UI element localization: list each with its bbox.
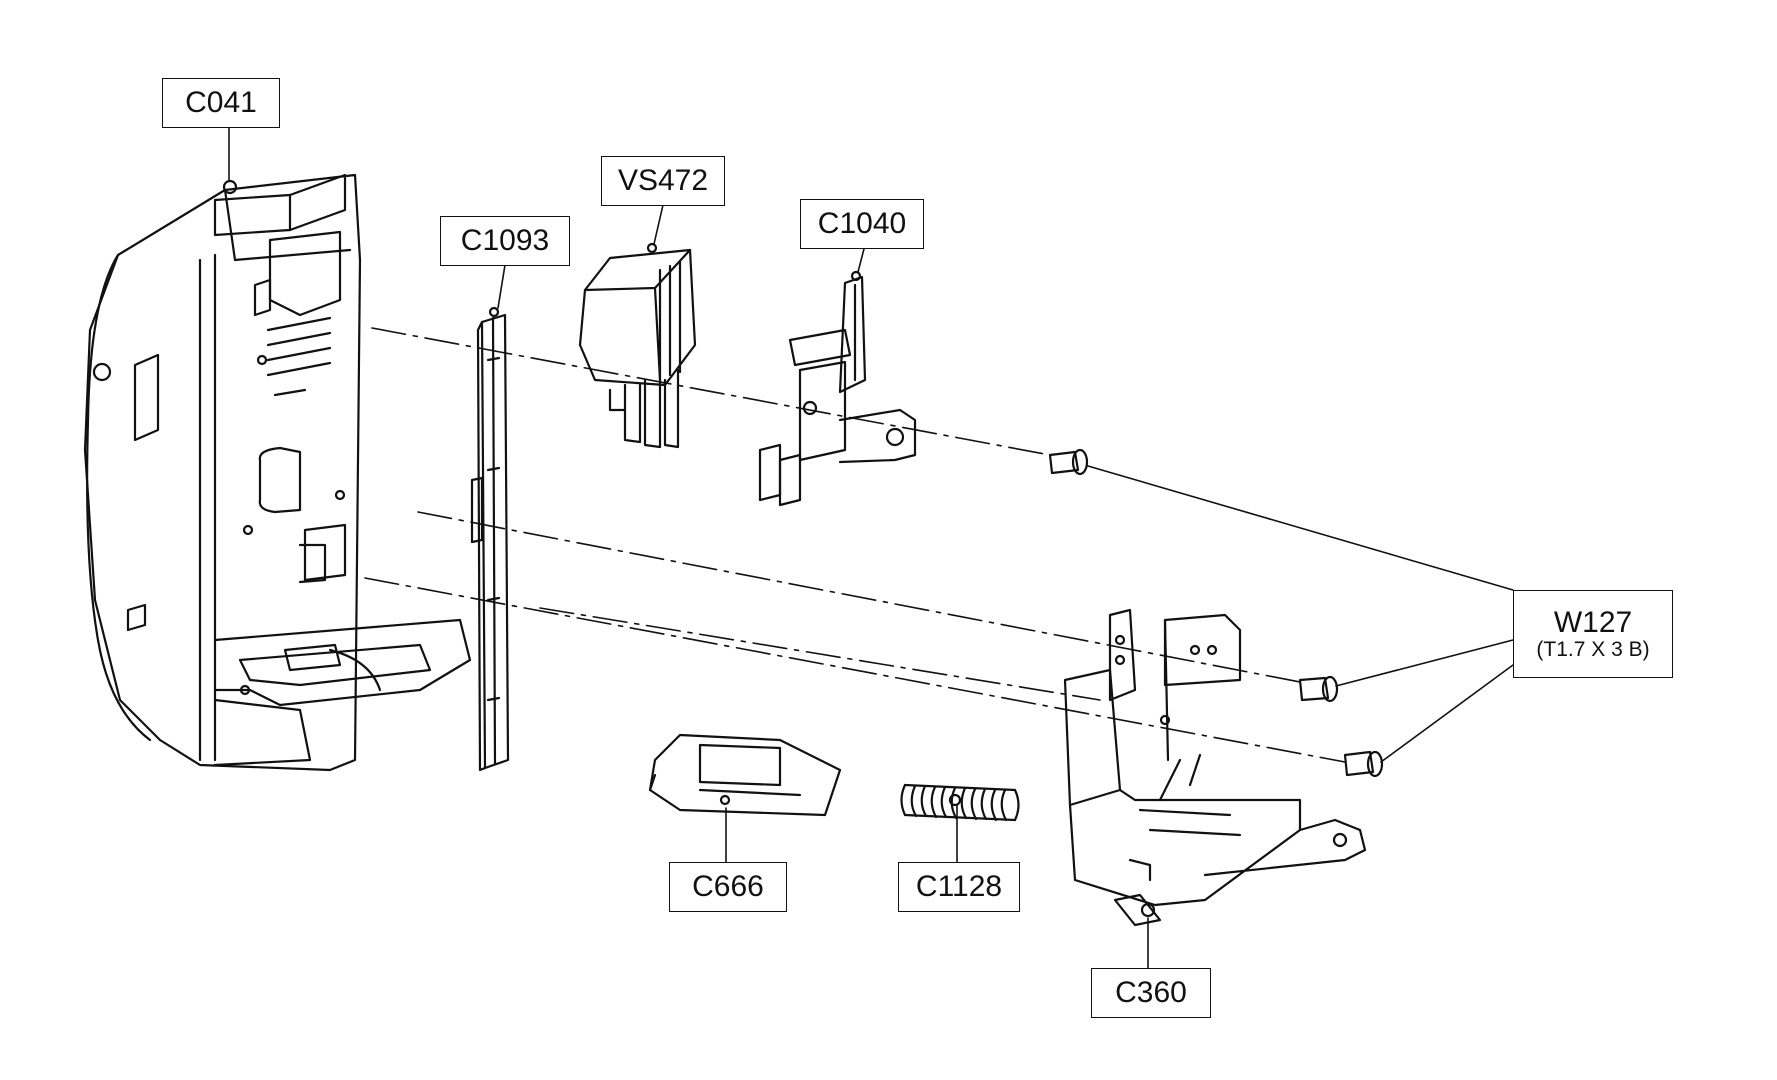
switch-block-part (578, 242, 697, 449)
guide-strip-part (470, 306, 510, 772)
slider-part (648, 733, 842, 817)
label-vs472: VS472 (601, 156, 725, 206)
screw-part (1048, 448, 1384, 778)
main-housing-part (83, 173, 472, 772)
label-c360: C360 (1091, 968, 1211, 1018)
contact-bracket-part (758, 270, 917, 507)
spring-part (900, 783, 1020, 822)
label-w127: W127 (T1.7 X 3 B) (1513, 590, 1673, 678)
label-c041: C041 (162, 78, 280, 128)
assembly-axis-lines (364, 327, 1346, 763)
w127-part-number: W127 (1553, 606, 1633, 640)
label-c1040: C1040 (800, 199, 924, 249)
label-c666: C666 (669, 862, 787, 912)
base-bracket-part (1063, 608, 1367, 927)
label-c1128: C1128 (898, 862, 1020, 912)
label-c1093: C1093 (440, 216, 570, 266)
leader-lines (228, 126, 1514, 969)
w127-spec: (T1.7 X 3 B) (1536, 637, 1650, 661)
